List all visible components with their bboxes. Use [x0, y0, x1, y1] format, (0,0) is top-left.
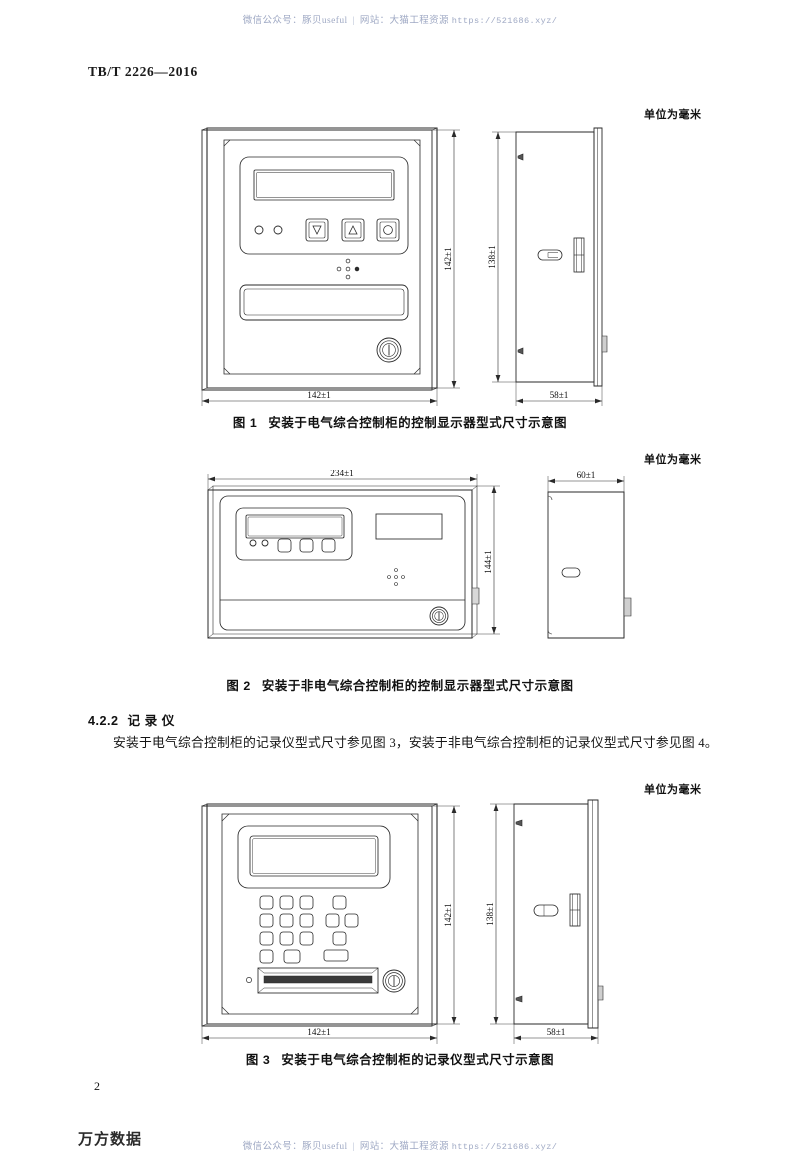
figure-2-caption: 图 2 安装于非电气综合控制柜的控制显示器型式尺寸示意图: [0, 676, 800, 694]
unit-note-figure-2: 单位为毫米: [644, 454, 702, 466]
watermark-url: https://521686.xyz/: [451, 16, 558, 26]
figure-1-caption: 图 1 安装于电气综合控制柜的控制显示器型式尺寸示意图: [0, 413, 800, 431]
figure-2-dim-front-height: 144±1: [483, 550, 493, 574]
figure-1-caption-text: 安装于电气综合控制柜的控制显示器型式尺寸示意图: [268, 416, 568, 430]
page-number: 2: [94, 1079, 100, 1093]
figure-2-dim-front-width: 234±1: [330, 470, 354, 478]
figure-3-caption-text: 安装于电气综合控制柜的记录仪型式尺寸示意图: [281, 1053, 555, 1067]
clause-4-2-2-heading: 4.2.2 记 录 仪: [88, 710, 175, 729]
figure-3-dim-front-height: 142±1: [443, 903, 453, 927]
watermark-site-label: 网站：: [359, 16, 390, 26]
clause-4-2-2-paragraph: 安装于电气综合控制柜的记录仪型式尺寸参见图 3，安装于非电气综合控制柜的记录仪型…: [113, 736, 718, 750]
figure-1-dim-side-depth: 58±1: [550, 390, 569, 400]
watermark-site-value: 大猫工程资源: [389, 16, 449, 26]
watermark-wechat-value: 豚贝useful: [302, 16, 348, 26]
figure-3-dim-side-height: 138±1: [485, 902, 495, 926]
figure-2-dim-side-depth: 60±1: [577, 470, 596, 480]
watermark-top: 微信公众号：豚贝useful | 网站：大猫工程资源 https://521686.…: [0, 12, 800, 26]
figure-2-drawing: 234±1 144±1 60±1: [200, 470, 670, 660]
watermark-bottom-wechat-label: 微信公众号：: [242, 1142, 303, 1152]
figure-1-dim-front-width: 142±1: [307, 390, 331, 400]
unit-note-figure-3: 单位为毫米: [644, 784, 702, 796]
watermark-wechat-label: 微信公众号：: [242, 16, 303, 26]
figure-2-caption-text: 安装于非电气综合控制柜的控制显示器型式尺寸示意图: [261, 679, 574, 693]
figure-1-drawing: 142±1 142±1: [196, 122, 656, 412]
watermark-separator: |: [352, 16, 355, 26]
figure-1-dim-front-height: 142±1: [443, 247, 453, 271]
watermark-bottom-site-label: 网站：: [359, 1142, 390, 1152]
standard-code-header: TB/T 2226—2016: [88, 64, 198, 79]
watermark-bottom: 微信公众号：豚贝useful | 网站：大猫工程资源 https://521686.…: [0, 1138, 800, 1152]
figure-1-caption-number: 图 1: [232, 416, 258, 430]
figure-1-dim-side-height: 138±1: [487, 245, 497, 269]
unit-note-figure-1: 单位为毫米: [644, 109, 702, 121]
watermark-bottom-separator: |: [352, 1142, 355, 1152]
watermark-bottom-site-value: 大猫工程资源: [389, 1142, 449, 1152]
figure-3-drawing: 142±1 142±1: [196, 798, 656, 1048]
figure-2-caption-number: 图 2: [226, 679, 251, 693]
footer-brand: 万方数据: [78, 1131, 143, 1148]
watermark-bottom-wechat-value: 豚贝useful: [302, 1142, 348, 1152]
figure-3-caption: 图 3 安装于电气综合控制柜的记录仪型式尺寸示意图: [0, 1050, 800, 1068]
clause-title: 记 录 仪: [127, 714, 175, 728]
watermark-bottom-url: https://521686.xyz/: [451, 1142, 558, 1152]
figure-3-dim-front-width: 142±1: [307, 1027, 331, 1037]
clause-number: 4.2.2: [88, 714, 119, 728]
figure-3-caption-number: 图 3: [245, 1053, 271, 1067]
figure-3-dim-side-depth: 58±1: [547, 1027, 566, 1037]
